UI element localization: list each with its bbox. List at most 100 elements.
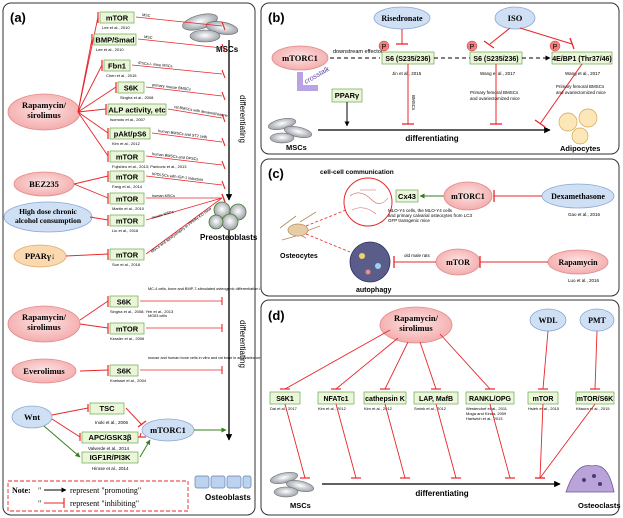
- tsc-label: TSC: [100, 404, 116, 413]
- a-mid-ref-2: Kneissel et al., 2004: [110, 378, 147, 383]
- a-mid-link-0: [79, 300, 109, 321]
- diff-label-d: differentiating: [415, 489, 468, 498]
- a-target-label-5: pAkt/pS6: [114, 130, 147, 139]
- d-link-6: [594, 330, 598, 390]
- a-link-8: [73, 183, 109, 199]
- panel-d-label: (d): [268, 308, 285, 323]
- phospho-icon-2: [466, 40, 478, 52]
- d-ref-3: Smink et al., 2012: [414, 406, 447, 411]
- tsc-box: [89, 402, 125, 415]
- note-b1: BMSCs: [411, 95, 416, 111]
- a-out-1: [137, 38, 223, 49]
- d-link-4: [439, 333, 491, 390]
- drug-bez235: BEZ235: [13, 171, 75, 197]
- a-target-box-3: [117, 81, 145, 94]
- pmt-label: PMT: [588, 316, 606, 325]
- a-target-label-7: mTOR: [116, 173, 139, 182]
- a-target-box-10: [109, 248, 145, 261]
- a-target-label-1: BMP/Smad: [95, 36, 135, 45]
- mtorc1-b-label: mTORC1: [282, 53, 318, 63]
- mtor-c-label: mTOR: [446, 258, 470, 267]
- ref-b1: Jin et al., 2015: [392, 71, 422, 76]
- a-out-5: [151, 132, 223, 143]
- diff-label-b: differentiating: [405, 134, 458, 143]
- a-mid-note-2: mouse and human bone cells in vitro and …: [148, 356, 285, 360]
- mtorc1-c-label: mTORC1: [451, 192, 485, 201]
- igf1r-ref: Hirose et al., 2014: [92, 466, 129, 471]
- mscs-cell-icon: [182, 13, 239, 43]
- iso-ellipse: [494, 6, 536, 30]
- autophagy-icon: [349, 241, 391, 283]
- d-ref-6: Kitaura et al., 2015: [576, 406, 610, 411]
- autophagy-label: autophagy: [356, 287, 391, 294]
- drug-everolimus: Everolimus: [11, 358, 77, 384]
- drug-wnt: Wnt: [11, 405, 53, 429]
- d-out-2: [384, 403, 406, 479]
- panel-c-frame: [260, 158, 620, 297]
- a-link-6: [77, 111, 109, 157]
- downstream-label: downstream effector: [333, 49, 383, 55]
- panel-a-label: (a): [10, 10, 26, 25]
- note-inhibiting: represent "inhibiting": [70, 499, 139, 508]
- iso-label: ISO: [508, 13, 523, 23]
- rapamycin-d-ellipse: [379, 306, 453, 344]
- a-target-label-10: mTOR: [116, 251, 139, 260]
- a-link-3: [77, 86, 117, 113]
- panel-d-frame: [260, 299, 620, 516]
- a-note-3: primary mouse BMSCs: [152, 83, 191, 92]
- tsc-ref: Inoki et al., 2006: [95, 420, 129, 425]
- d-ref-1: Kim et al., 2012: [318, 406, 347, 411]
- note-promoting: represent "promoting": [70, 486, 141, 495]
- drug-rapamycin-a: Rapamycin/sirolimus: [7, 93, 81, 131]
- a-mid-label-1: mTOR: [116, 325, 139, 334]
- a-link-10: [65, 253, 109, 257]
- a-mid-ref-0: Singha et al., 2008; Yeh et al., 2013: [110, 309, 174, 314]
- mtorc1-b-ellipse: [271, 45, 329, 71]
- d-link-5: [542, 330, 549, 390]
- dex-label: Dexamethasone: [551, 192, 605, 201]
- a-target-label-2: Fbn1: [108, 62, 126, 71]
- d-target-label-5: mTOR: [533, 396, 554, 403]
- mscs-d-icon: [270, 472, 314, 498]
- a-ref-8: Martin et al., 2010: [112, 206, 145, 211]
- a-mid-ref-1: Kessler et al., 2006: [110, 336, 145, 341]
- svg-text:": ": [38, 486, 41, 495]
- d-link-3: [419, 341, 437, 390]
- a-target-label-0: mTOR: [106, 14, 129, 23]
- d-out-1: [335, 403, 357, 479]
- drug-rapamycin-a2: Rapamycin/sirolimus: [7, 305, 81, 343]
- rapamycin-c-label: Rapamycin: [558, 258, 598, 267]
- a-ref-3: Singha et al., 2008: [120, 95, 154, 100]
- a-target-box-5: [109, 127, 151, 140]
- osteocyte-icon: [279, 211, 321, 241]
- igf1r-box: [81, 451, 139, 464]
- legend-note: Note: " represent "promoting" " represen…: [7, 480, 189, 512]
- a-target-label-6: mTOR: [116, 153, 139, 162]
- wnt-tsc-inhibit: [51, 407, 89, 416]
- a-out-2: [131, 64, 223, 75]
- svg-text:P: P: [553, 44, 558, 51]
- risedronate-label: Risedronate: [381, 14, 423, 23]
- osteoclasts-label: Osteoclasts: [578, 501, 621, 510]
- ppar-b-label: PPARγ: [335, 91, 360, 100]
- ref-b3: Wang et al., 2017: [565, 71, 601, 76]
- d-target-label-0: S6K1: [276, 396, 294, 403]
- a-target-box-4: [107, 103, 167, 116]
- d-link-0: [284, 329, 391, 390]
- d-target-label-1: NFATc1: [323, 396, 348, 403]
- a-target-box-0: [99, 11, 135, 24]
- a-note-0: MSC: [142, 13, 151, 18]
- a-out-3: [145, 86, 223, 97]
- a-mid-note-1: MG63 cells: [148, 314, 167, 318]
- drug-bez235-text: BEZ235: [29, 179, 59, 189]
- d-out-3: [435, 403, 457, 479]
- wdl-label: WDL: [538, 316, 557, 325]
- d-ref-2: Kim et al., 2012: [364, 406, 393, 411]
- a-link-2: [77, 64, 103, 113]
- a-ref-10: Sun et al., 2018: [112, 262, 141, 267]
- a-target-label-3: S6K: [124, 84, 139, 93]
- d-ref-5: Hsieh et al., 2015: [528, 406, 560, 411]
- osteoblast-label: Osteoblasts: [205, 493, 251, 502]
